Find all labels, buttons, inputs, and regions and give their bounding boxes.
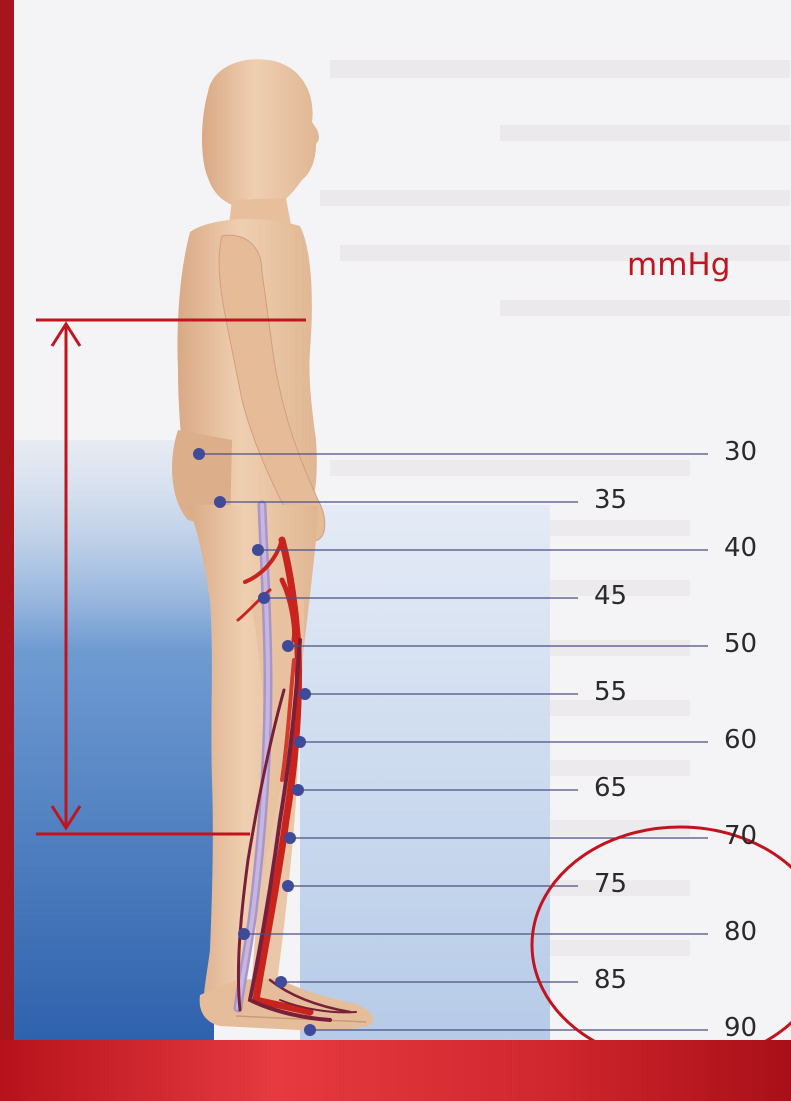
bottom-bar — [0, 1040, 791, 1101]
level-marker-90 — [304, 1024, 316, 1036]
level-marker-70 — [284, 832, 296, 844]
level-marker-85 — [275, 976, 287, 988]
illustration-panel: mmHg 30 35 40 45 50 55 60 65 70 75 80 85 90 — [14, 0, 791, 1040]
level-marker-60 — [294, 736, 306, 748]
level-marker-35 — [214, 496, 226, 508]
level-marker-65 — [292, 784, 304, 796]
pressure-label-75: 75 — [594, 871, 627, 897]
leg-pressure-diagram — [14, 0, 791, 1040]
pressure-label-60: 60 — [724, 727, 757, 753]
level-marker-30 — [193, 448, 205, 460]
pressure-label-80: 80 — [724, 919, 757, 945]
level-marker-80 — [238, 928, 250, 940]
level-marker-75 — [282, 880, 294, 892]
level-marker-40 — [252, 544, 264, 556]
level-marker-55 — [299, 688, 311, 700]
pressure-label-35: 35 — [594, 487, 627, 513]
level-marker-50 — [282, 640, 294, 652]
pressure-label-90: 90 — [724, 1015, 757, 1040]
pressure-label-55: 55 — [594, 679, 627, 705]
water-column-light — [300, 505, 550, 1040]
figure-head — [202, 59, 319, 208]
unit-label: mmHg — [627, 247, 730, 283]
pressure-label-50: 50 — [724, 631, 757, 657]
level-marker-45 — [258, 592, 270, 604]
pressure-label-30: 30 — [724, 439, 757, 465]
pressure-label-85: 85 — [594, 967, 627, 993]
pressure-label-40: 40 — [724, 535, 757, 561]
pressure-label-45: 45 — [594, 583, 627, 609]
water-column-dark — [14, 440, 214, 1040]
pressure-label-65: 65 — [594, 775, 627, 801]
pressure-label-70: 70 — [724, 823, 757, 849]
